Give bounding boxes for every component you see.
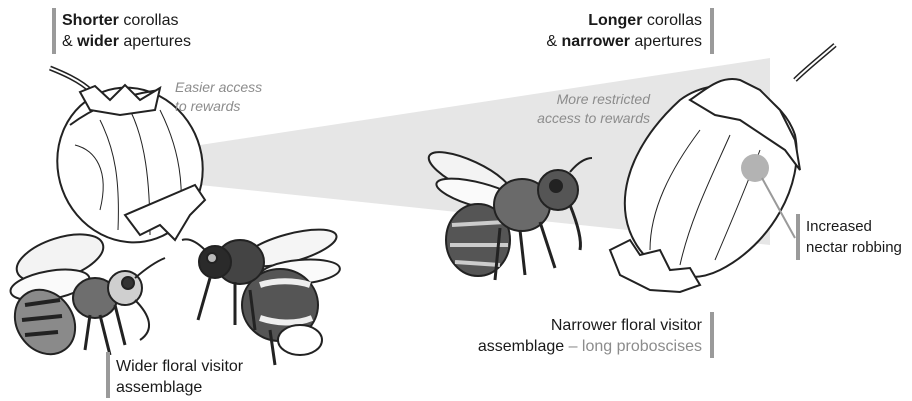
restricted-access-line1: More restricted: [537, 90, 650, 109]
short-corollas-label: Shorter corollas & wider apertures: [62, 10, 191, 52]
amp: &: [62, 33, 77, 50]
restricted-access-note: More restricted access to rewards: [537, 90, 650, 128]
narrow-assemblage-bar: [710, 312, 714, 358]
nectar-robbing-line1: Increased: [806, 216, 902, 237]
wide-assemblage-bar: [106, 352, 110, 398]
nectar-robbing-marker: [741, 154, 769, 182]
amp-right: &: [546, 33, 561, 50]
narrower-bold: narrower: [561, 33, 629, 50]
wide-assemblage-line2: assemblage: [116, 377, 243, 398]
wide-assemblage-label: Wider floral visitor assemblage: [116, 356, 243, 398]
nectar-robbing-label: Increased nectar robbing: [806, 216, 902, 258]
robbing-bar: [796, 214, 800, 260]
short-tongued-bee-illustration: [3, 225, 165, 366]
long-corollas-bold: Longer: [588, 12, 642, 29]
narrow-assemblage-line2: assemblage: [478, 338, 564, 355]
short-corollas-text: corollas: [119, 12, 179, 29]
long-corollas-label: Longer corollas & narrower apertures: [546, 10, 702, 52]
narrow-assemblage-line1: Narrower floral visitor: [478, 315, 702, 336]
easier-access-line1: Easier access: [175, 78, 262, 97]
nectar-robbing-line2: nectar robbing: [806, 237, 902, 258]
long-proboscises-text: – long proboscises: [564, 338, 702, 355]
top-left-bar: [52, 8, 56, 54]
long-corollas-text: corollas: [642, 12, 702, 29]
narrower-apertures-text: apertures: [630, 33, 702, 50]
top-right-bar: [710, 8, 714, 54]
easier-access-line2: to rewards: [175, 97, 262, 116]
short-corollas-bold: Shorter: [62, 12, 119, 29]
narrow-assemblage-label: Narrower floral visitor assemblage – lon…: [478, 315, 702, 357]
easier-access-note: Easier access to rewards: [175, 78, 262, 116]
wide-assemblage-line1: Wider floral visitor: [116, 356, 243, 377]
bumblebee-illustration: [182, 222, 341, 365]
wider-apertures-text: apertures: [119, 33, 191, 50]
wider-bold: wider: [77, 33, 119, 50]
restricted-access-line2: access to rewards: [537, 109, 650, 128]
